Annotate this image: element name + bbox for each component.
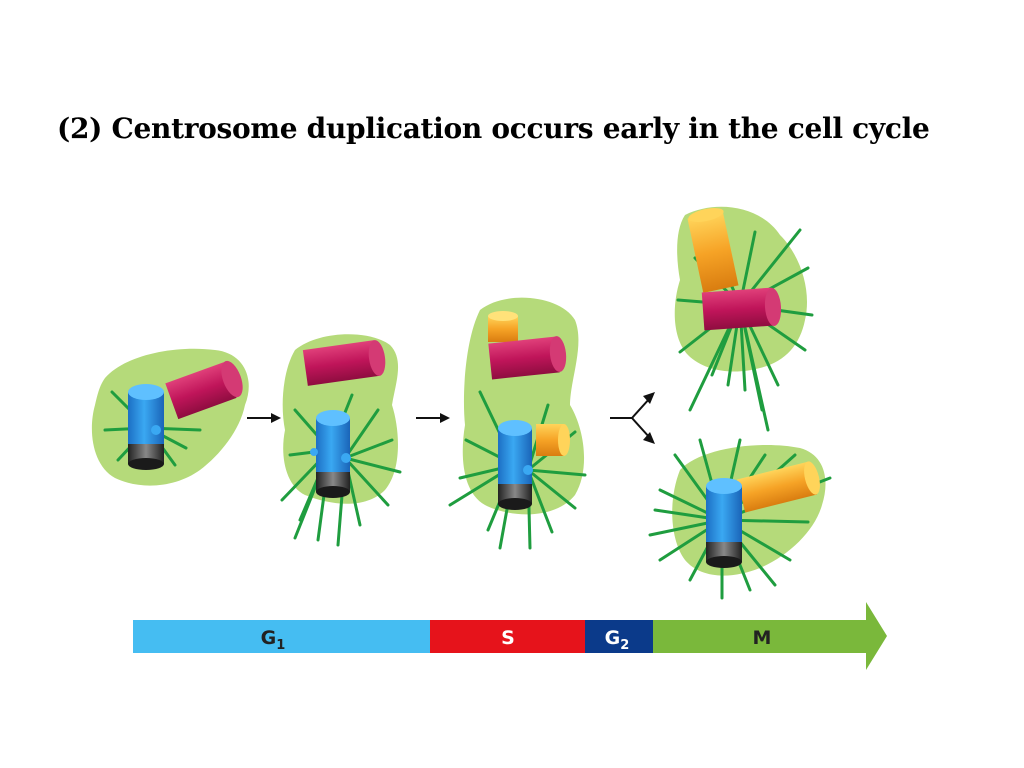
mother-centriole (128, 384, 164, 470)
phase-g2-label: G2 (605, 627, 630, 653)
stage-4-bottom-centrosome (648, 438, 832, 600)
daughter-centriole (488, 336, 567, 380)
stage-1-centrosome (91, 348, 249, 486)
phase-s-label: S (501, 627, 515, 649)
mother-centriole (310, 410, 351, 498)
arrow-right-icon (416, 413, 450, 423)
mother-centriole (498, 420, 533, 510)
slide-title: (2) Centrosome duplication occurs early … (57, 112, 930, 145)
phase-m-label: M (753, 627, 772, 649)
phase-g2-segment (585, 620, 653, 653)
new-centriole (536, 424, 570, 456)
phase-g1-label: G1 (261, 627, 286, 653)
new-centriole (736, 461, 820, 513)
phase-g1-segment (133, 620, 430, 653)
stage-3-centrosome (448, 297, 587, 550)
daughter-centriole (701, 287, 782, 331)
split-arrow-icon (610, 392, 655, 444)
stage-2-centrosome (280, 334, 402, 547)
stage-4-top-centrosome (674, 206, 814, 432)
phase-m-segment (653, 602, 887, 670)
new-centriole (488, 311, 518, 342)
daughter-centriole (302, 340, 386, 386)
daughter-centriole (165, 360, 243, 420)
arrow-right-icon (247, 413, 281, 423)
new-centriole (687, 208, 739, 293)
phase-s-segment (430, 620, 585, 653)
mother-centriole (706, 478, 742, 568)
cell-cycle-bar: G1 S G2 M (133, 602, 887, 670)
